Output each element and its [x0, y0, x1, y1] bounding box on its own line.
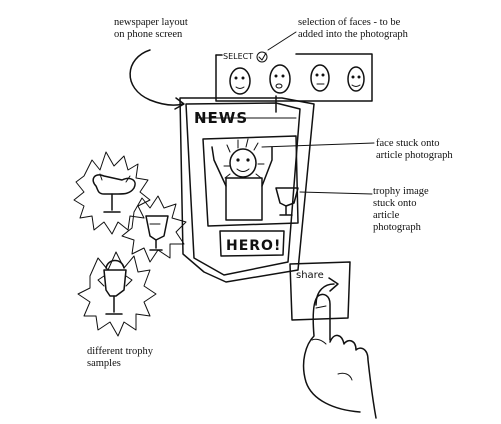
face-option[interactable]	[229, 67, 251, 95]
annotation-line: photograph	[373, 222, 421, 233]
phone-outline	[179, 97, 315, 283]
article-photograph	[202, 135, 299, 227]
share-arrow-icon	[315, 277, 339, 306]
annotation-line: added into the photograph	[298, 29, 408, 40]
share-label: share	[296, 270, 324, 281]
share-button[interactable]: share	[289, 261, 351, 321]
annotation-line: trophy image	[373, 186, 429, 197]
annotation-line: samples	[87, 358, 121, 369]
newspaper-headline: NEWS	[194, 109, 248, 127]
face-option[interactable]	[269, 64, 291, 113]
face-option[interactable]	[310, 64, 330, 92]
trophy-sample	[73, 151, 151, 235]
annotation-line: stuck onto	[373, 198, 417, 209]
annotation-trophy-stuck: trophy image stuck onto article photogra…	[373, 186, 429, 234]
stuck-trophy	[275, 187, 299, 216]
trophy-sample	[121, 195, 187, 263]
trophy-sample	[77, 251, 157, 337]
hero-banner: HERO!	[219, 230, 285, 257]
annotation-line: face stuck onto	[376, 138, 440, 149]
annotation-newspaper-layout: newspaper layout on phone screen	[114, 17, 188, 41]
leader-face-selection	[267, 31, 297, 51]
annotation-line: article	[373, 210, 400, 221]
stuck-face	[223, 138, 265, 179]
leader-trophy-stuck	[299, 191, 373, 195]
pointing-hand	[302, 293, 377, 419]
annotation-line: on phone screen	[114, 29, 183, 40]
annotation-face-selection: selection of faces - to be added into th…	[298, 17, 408, 41]
annotation-face-stuck: face stuck onto article photograph	[376, 138, 453, 162]
banner-text: HERO!	[226, 238, 281, 254]
select-label: SELECT	[223, 52, 253, 61]
annotation-line: different trophy	[87, 346, 153, 357]
annotation-trophy-samples: different trophy samples	[87, 346, 153, 370]
annotation-line: selection of faces - to be	[298, 17, 401, 28]
selected-check-icon	[256, 51, 268, 63]
face-option[interactable]	[347, 66, 365, 92]
trophy-samples	[73, 151, 187, 337]
annotation-line: article photograph	[376, 150, 453, 161]
face-selection-strip: SELECT	[215, 51, 373, 113]
leader-face-stuck	[261, 142, 375, 148]
arrow-newspaper-to-phone	[129, 49, 185, 110]
annotation-line: newspaper layout	[114, 17, 188, 28]
